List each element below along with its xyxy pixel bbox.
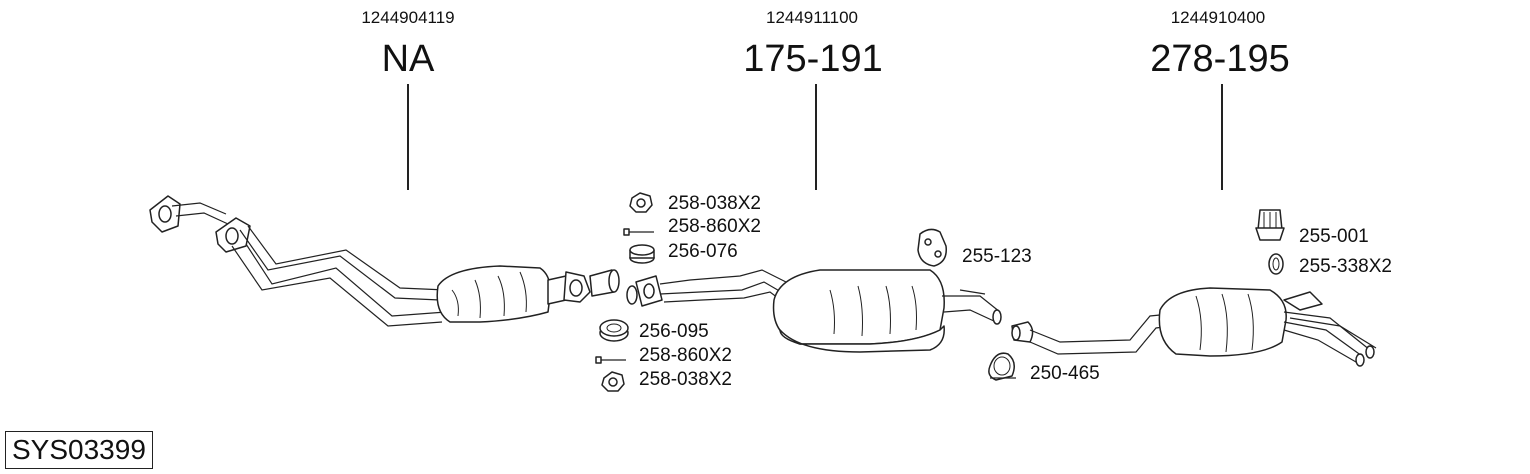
bolt-icon [623, 228, 654, 236]
leader-line-3 [1221, 84, 1223, 190]
part-label-clamp: 250-465 [1030, 363, 1100, 384]
part-number-1: NA [381, 38, 435, 80]
leader-line-1 [407, 84, 409, 190]
part-label-nut-bottom: 258-038X2 [639, 369, 732, 390]
nut-icon [629, 192, 653, 213]
part-label-rubber-mount: 255-001 [1299, 226, 1369, 247]
front-pipe-catalyst [149, 195, 620, 327]
gasket-ring-icon [599, 319, 629, 342]
rubber-ring-icon [1268, 253, 1284, 275]
centre-silencer [626, 269, 1002, 353]
part-label-bolt-top: 258-860X2 [668, 216, 761, 237]
bolt-icon [595, 356, 626, 364]
part-label-hanger: 255-123 [962, 246, 1032, 267]
part-label-rubber-ring: 255-338X2 [1299, 256, 1392, 277]
gasket-icon [629, 244, 655, 264]
clamp-icon [988, 352, 1016, 381]
rubber-mount-icon [1255, 209, 1285, 241]
nut-icon [601, 371, 625, 392]
rubber-hanger-icon [917, 228, 947, 267]
part-label-bolt-bottom: 258-860X2 [639, 345, 732, 366]
system-id-box: SYS03399 [5, 431, 153, 469]
part-label-gasket-top: 256-076 [668, 241, 738, 262]
part-label-gasket-bottom: 256-095 [639, 321, 709, 342]
part-number-3: 278-195 [1150, 38, 1290, 80]
leader-line-2 [815, 84, 817, 190]
rear-silencer [1011, 287, 1377, 367]
oem-number-2: 1244911100 [765, 8, 859, 27]
part-label-nut-top: 258-038X2 [668, 193, 761, 214]
oem-number-3: 1244910400 [1170, 8, 1266, 27]
part-number-2: 175-191 [743, 38, 883, 80]
oem-number-1: 1244904119 [361, 8, 455, 27]
